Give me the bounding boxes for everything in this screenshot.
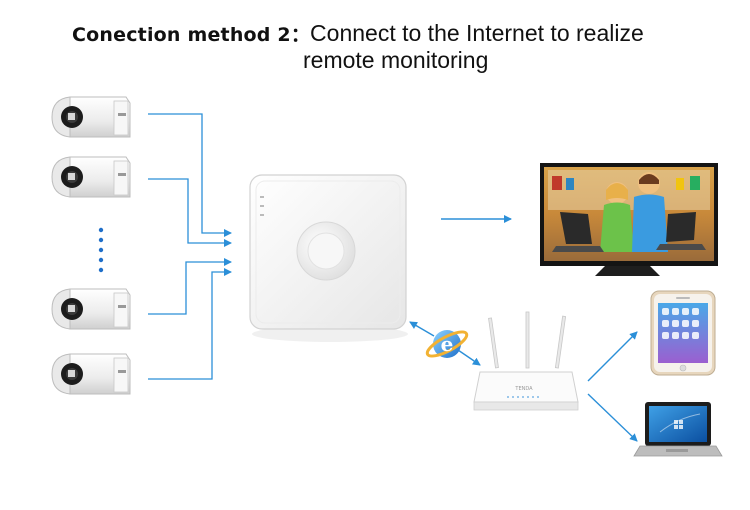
camera-3-icon bbox=[51, 288, 131, 330]
camera-2-icon bbox=[51, 156, 131, 198]
camera-2-connector bbox=[148, 178, 232, 247]
internet-router-arrow bbox=[457, 349, 481, 366]
title-line-1: Conection method 2：Connect to the Intern… bbox=[72, 20, 644, 47]
camera-1-connector bbox=[148, 113, 232, 237]
camera-3-connector bbox=[148, 258, 232, 315]
internet-explorer-icon: e bbox=[425, 330, 469, 358]
television-icon bbox=[540, 163, 718, 276]
camera-4-icon bbox=[51, 353, 131, 395]
nvr-recorder-icon bbox=[249, 174, 408, 342]
svg-text:TENDA: TENDA bbox=[514, 386, 533, 392]
wifi-router-icon: TENDA bbox=[473, 311, 579, 411]
camera-4-connector bbox=[148, 268, 232, 380]
title-method-label: Conection method 2： bbox=[72, 24, 311, 46]
camera-connectors bbox=[148, 113, 232, 380]
camera-1-icon bbox=[51, 96, 131, 138]
svg-text:e: e bbox=[441, 332, 454, 356]
router-to-phone-arrow bbox=[587, 331, 638, 382]
title-method-description: Connect to the Internet to realize bbox=[310, 20, 644, 46]
laptop-icon bbox=[633, 402, 723, 457]
title-line-2: remote monitoring bbox=[303, 47, 489, 73]
more-cameras-dots bbox=[98, 227, 104, 273]
router-to-laptop-arrow bbox=[587, 393, 638, 442]
nvr-internet-arrow bbox=[409, 321, 435, 337]
smartphone-icon bbox=[650, 290, 716, 376]
